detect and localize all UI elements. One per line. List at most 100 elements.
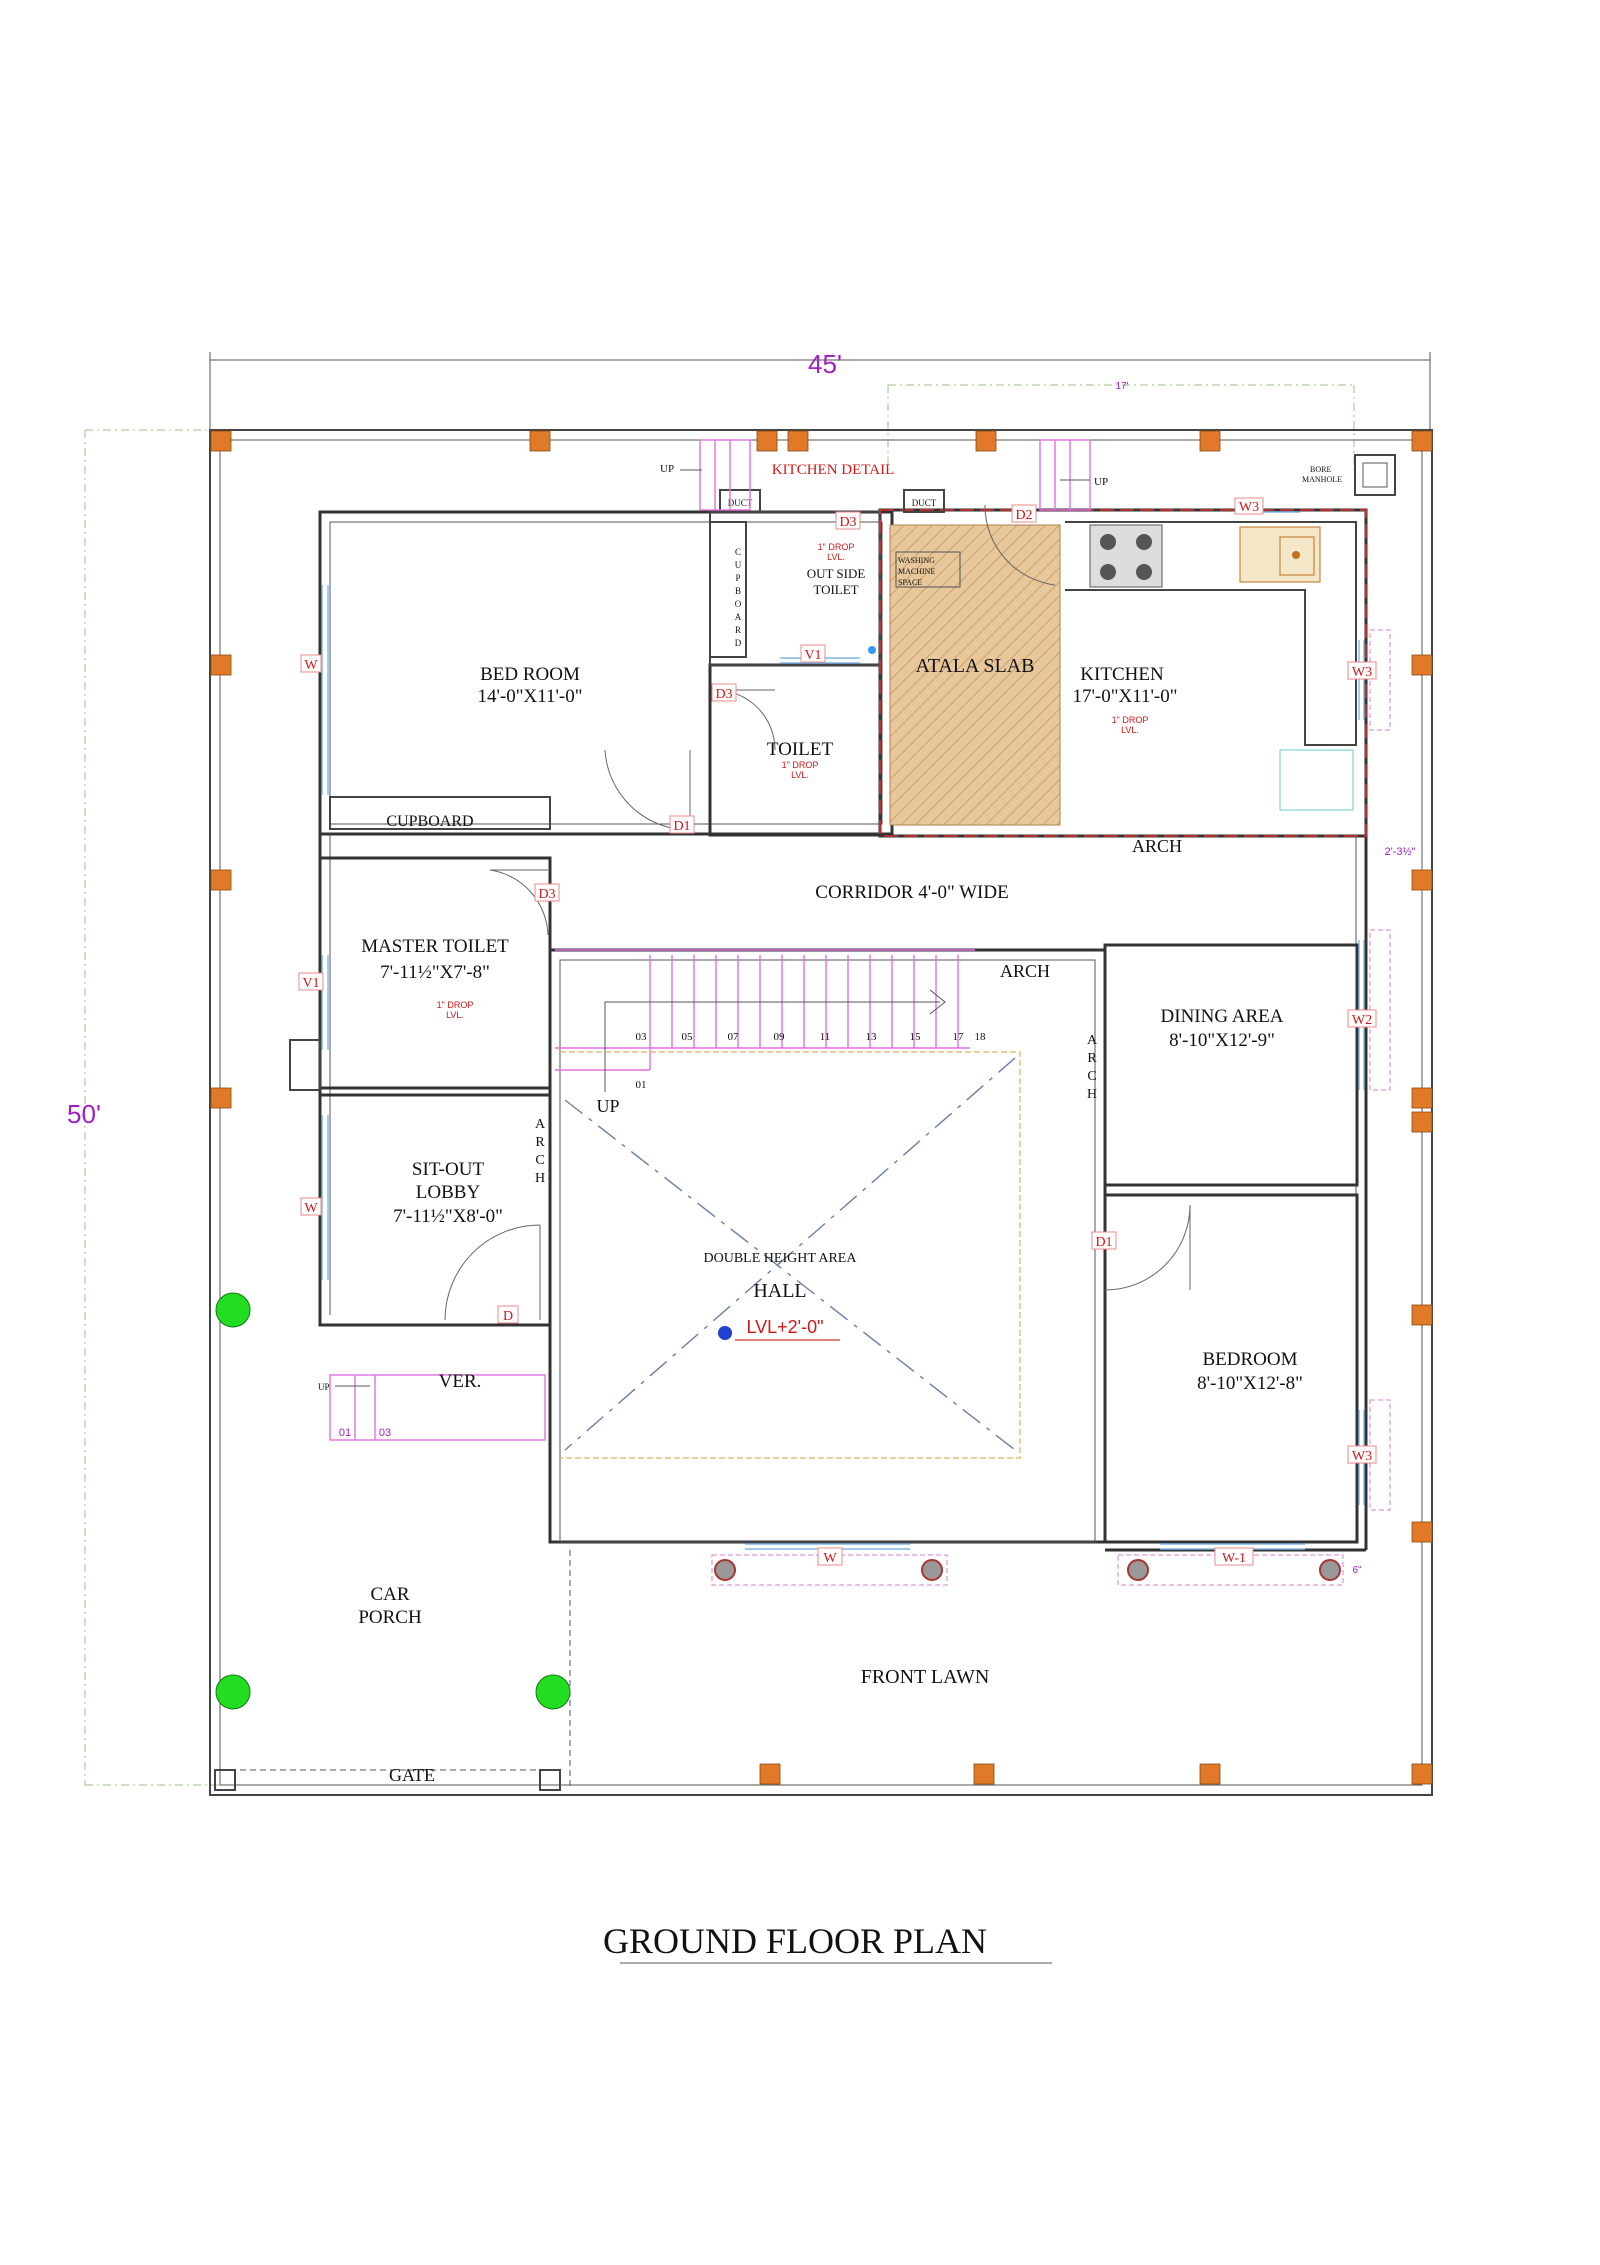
double-height-outline [560, 1051, 1021, 1459]
svg-text:W3: W3 [1239, 500, 1259, 515]
master-toilet-size: 7'-11½"X7'-8" [380, 962, 490, 983]
stair-number: 13 [866, 1031, 878, 1043]
level-marker-icon [718, 1326, 732, 1340]
vertical-arch-label: A R C H A R C H [535, 1033, 1098, 1186]
front-posts [714, 1559, 1341, 1581]
svg-text:UP: UP [660, 463, 674, 475]
svg-text:D1: D1 [1095, 1235, 1112, 1250]
side-gap-dimension: 2'-3½" [1384, 846, 1415, 858]
svg-text:W3: W3 [1352, 1449, 1372, 1464]
svg-text:MANHOLE: MANHOLE [1302, 475, 1342, 484]
svg-text:C: C [535, 1153, 544, 1168]
staircase [555, 949, 975, 1092]
svg-text:BORE: BORE [1310, 465, 1331, 474]
stair-number: 03 [636, 1031, 648, 1043]
gate-label: GATE [389, 1765, 435, 1785]
sitout-size: 7'-11½"X8'-0" [393, 1206, 503, 1227]
top-steps [680, 439, 1091, 511]
master-toilet-name: MASTER TOILET [361, 936, 509, 957]
stair-number: 15 [910, 1031, 922, 1043]
svg-text:C: C [1087, 1069, 1096, 1084]
svg-text:UP: UP [318, 1382, 330, 1392]
svg-text:D1: D1 [673, 819, 690, 834]
hall-label: HALL [753, 1280, 806, 1302]
svg-text:TOILET: TOILET [813, 582, 858, 597]
tree-icon [535, 1674, 571, 1710]
svg-text:UP: UP [1094, 476, 1108, 488]
svg-text:LVL.: LVL. [446, 1010, 464, 1020]
svg-text:1" DROP: 1" DROP [437, 1000, 474, 1010]
width-dimension: 45' [808, 349, 842, 379]
kitchen-counter [1065, 521, 1357, 811]
stair-number: 09 [774, 1031, 786, 1043]
stair-number: 07 [728, 1031, 740, 1043]
svg-text:1" DROP: 1" DROP [782, 760, 819, 770]
svg-text:R: R [1087, 1051, 1097, 1066]
cupboard-label: CUPBOARD [386, 813, 473, 830]
ver-step-number: 01 [339, 1427, 351, 1439]
svg-text:R: R [535, 1135, 545, 1150]
duct-label: DUCT [912, 498, 937, 508]
bed-room-size: 14'-0"X11'-0" [477, 686, 582, 707]
svg-text:WASHING: WASHING [898, 556, 935, 565]
bottom-gap-dimension: 6" [1352, 1565, 1362, 1576]
atala-slab-area [889, 524, 1061, 826]
plan-title: GROUND FLOOR PLAN [603, 1921, 987, 1961]
front-lawn-label: FRONT LAWN [861, 1666, 990, 1688]
stair-number: 17 [953, 1031, 965, 1043]
door-swings [444, 504, 1191, 1321]
svg-text:D: D [503, 1309, 513, 1324]
svg-text:LOBBY: LOBBY [416, 1182, 481, 1203]
dimension-lines [84, 352, 1431, 1786]
kitchen-detail-label: KITCHEN DETAIL [772, 462, 895, 478]
cupboard-vertical-label: C U P B O A R D [735, 547, 742, 648]
svg-text:D3: D3 [538, 887, 555, 902]
svg-text:LVL.: LVL. [827, 552, 845, 562]
svg-text:W2: W2 [1352, 1013, 1372, 1028]
toilet-name: TOILET [767, 739, 834, 760]
svg-text:A: A [735, 612, 742, 622]
ver-step-number: 03 [379, 1427, 391, 1439]
svg-text:W: W [304, 658, 318, 673]
svg-text:P: P [735, 573, 740, 583]
svg-text:A: A [1087, 1033, 1098, 1048]
dining-size: 8'-10"X12'-9" [1169, 1030, 1275, 1051]
svg-text:PORCH: PORCH [358, 1607, 422, 1628]
stair-number: 11 [820, 1031, 831, 1043]
duct-label: DUCT [728, 498, 753, 508]
svg-text:W-1: W-1 [1222, 1551, 1246, 1566]
kitchen-size: 17'-0"X11'-0" [1072, 686, 1177, 707]
door-tags: D3 D2 D3 D1 D3 D D1 [497, 504, 1117, 1324]
arch-label: ARCH [1000, 961, 1050, 981]
columns [210, 430, 1433, 1785]
sitout-name: SIT-OUT [412, 1159, 485, 1180]
svg-text:A: A [535, 1117, 546, 1132]
double-height-label: DOUBLE HEIGHT AREA [704, 1251, 858, 1266]
hall-level: LVL+2'-0" [746, 1317, 823, 1337]
atala-slab-label: ATALA SLAB [916, 655, 1035, 677]
stair-up-label: UP [596, 1096, 619, 1116]
bed-room-name: BED ROOM [480, 664, 580, 685]
svg-text:D3: D3 [839, 515, 856, 530]
bedroom2-name: BEDROOM [1202, 1349, 1297, 1370]
corridor-label: CORRIDOR 4'-0" WIDE [815, 882, 1008, 903]
stair-number: 05 [682, 1031, 694, 1043]
porch-outline [214, 1550, 571, 1791]
svg-text:MACHINE: MACHINE [898, 567, 935, 576]
arch-label: ARCH [1132, 836, 1182, 856]
kitchen-top-dimension: 17' [1115, 381, 1128, 392]
svg-text:D: D [735, 638, 742, 648]
svg-text:D3: D3 [715, 687, 732, 702]
svg-text:D2: D2 [1015, 508, 1032, 523]
bedroom2-size: 8'-10"X12'-8" [1197, 1373, 1303, 1394]
svg-text:B: B [735, 586, 741, 596]
svg-text:U: U [735, 560, 742, 570]
svg-text:H: H [535, 1171, 545, 1186]
car-porch-label: CAR [370, 1584, 409, 1605]
dining-name: DINING AREA [1161, 1006, 1284, 1027]
ducts [289, 454, 1396, 1091]
verandah-label: VER. [439, 1371, 482, 1392]
svg-text:1" DROP: 1" DROP [1112, 715, 1149, 725]
svg-text:LVL.: LVL. [1121, 725, 1139, 735]
